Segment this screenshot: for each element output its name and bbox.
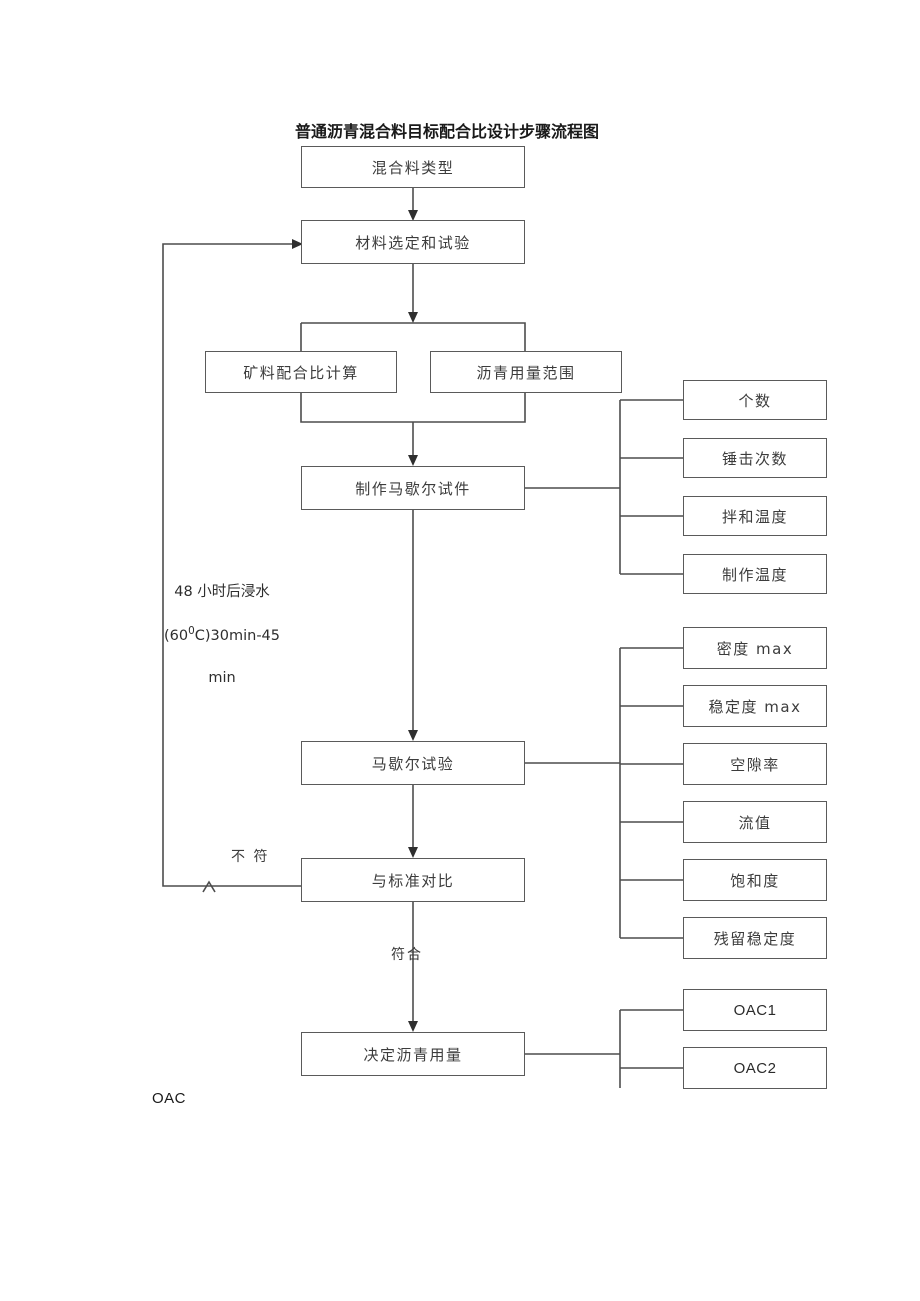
annotation-line-2-pre: (60: [163, 627, 189, 644]
node-residual-stability[interactable]: 残留稳定度: [683, 917, 827, 959]
node-making-temperature[interactable]: 制作温度: [683, 554, 827, 594]
arrowhead-split: [408, 312, 418, 323]
arrowhead-decide-content: [408, 1021, 418, 1032]
node-saturation[interactable]: 饱和度: [683, 859, 827, 901]
node-density-max[interactable]: 密度 max: [683, 627, 827, 669]
node-stability-max[interactable]: 稳定度 max: [683, 685, 827, 727]
edge-label-conform: 符合: [391, 947, 423, 963]
node-mixing-temperature[interactable]: 拌和温度: [683, 496, 827, 536]
node-material-select[interactable]: 材料选定和试验: [301, 220, 525, 264]
node-compare-standard[interactable]: 与标准对比: [301, 858, 525, 902]
chart-title: 普通沥青混合料目标配合比设计步骤流程图: [295, 122, 600, 141]
node-void-ratio[interactable]: 空隙率: [683, 743, 827, 785]
arrowhead-marshall-test: [408, 730, 418, 741]
node-decide-bitumen-content[interactable]: 决定沥青用量: [301, 1032, 525, 1076]
node-mix-type[interactable]: 混合料类型: [301, 146, 525, 188]
node-make-specimen[interactable]: 制作马歇尔试件: [301, 466, 525, 510]
node-oac1[interactable]: OAC1: [683, 989, 827, 1031]
edge-label-not-conform: 不 符: [231, 849, 270, 865]
node-marshall-test[interactable]: 马歇尔试验: [301, 741, 525, 785]
annotation-line-2-superscript: 0: [188, 625, 195, 638]
annotation-line-3: min: [208, 669, 236, 686]
annotation-line-2-post: C)30min-45: [194, 627, 281, 644]
arrowhead-make-specimen: [408, 455, 418, 466]
node-specimen-count[interactable]: 个数: [683, 380, 827, 420]
node-oac2[interactable]: OAC2: [683, 1047, 827, 1089]
node-blow-count[interactable]: 锤击次数: [683, 438, 827, 478]
node-aggregate-ratio[interactable]: 矿料配合比计算: [205, 351, 397, 393]
wire-feedback-caret: [202, 880, 216, 893]
label-oac: OAC: [152, 1090, 187, 1107]
annotation-line-1: 48 小时后浸水: [174, 584, 270, 601]
arrowhead-compare-std: [408, 847, 418, 858]
node-bitumen-range[interactable]: 沥青用量范围: [430, 351, 622, 393]
annotation-soak-condition: 48 小时后浸水 (600C)30min-45 min: [162, 561, 282, 689]
node-flow-value[interactable]: 流值: [683, 801, 827, 843]
